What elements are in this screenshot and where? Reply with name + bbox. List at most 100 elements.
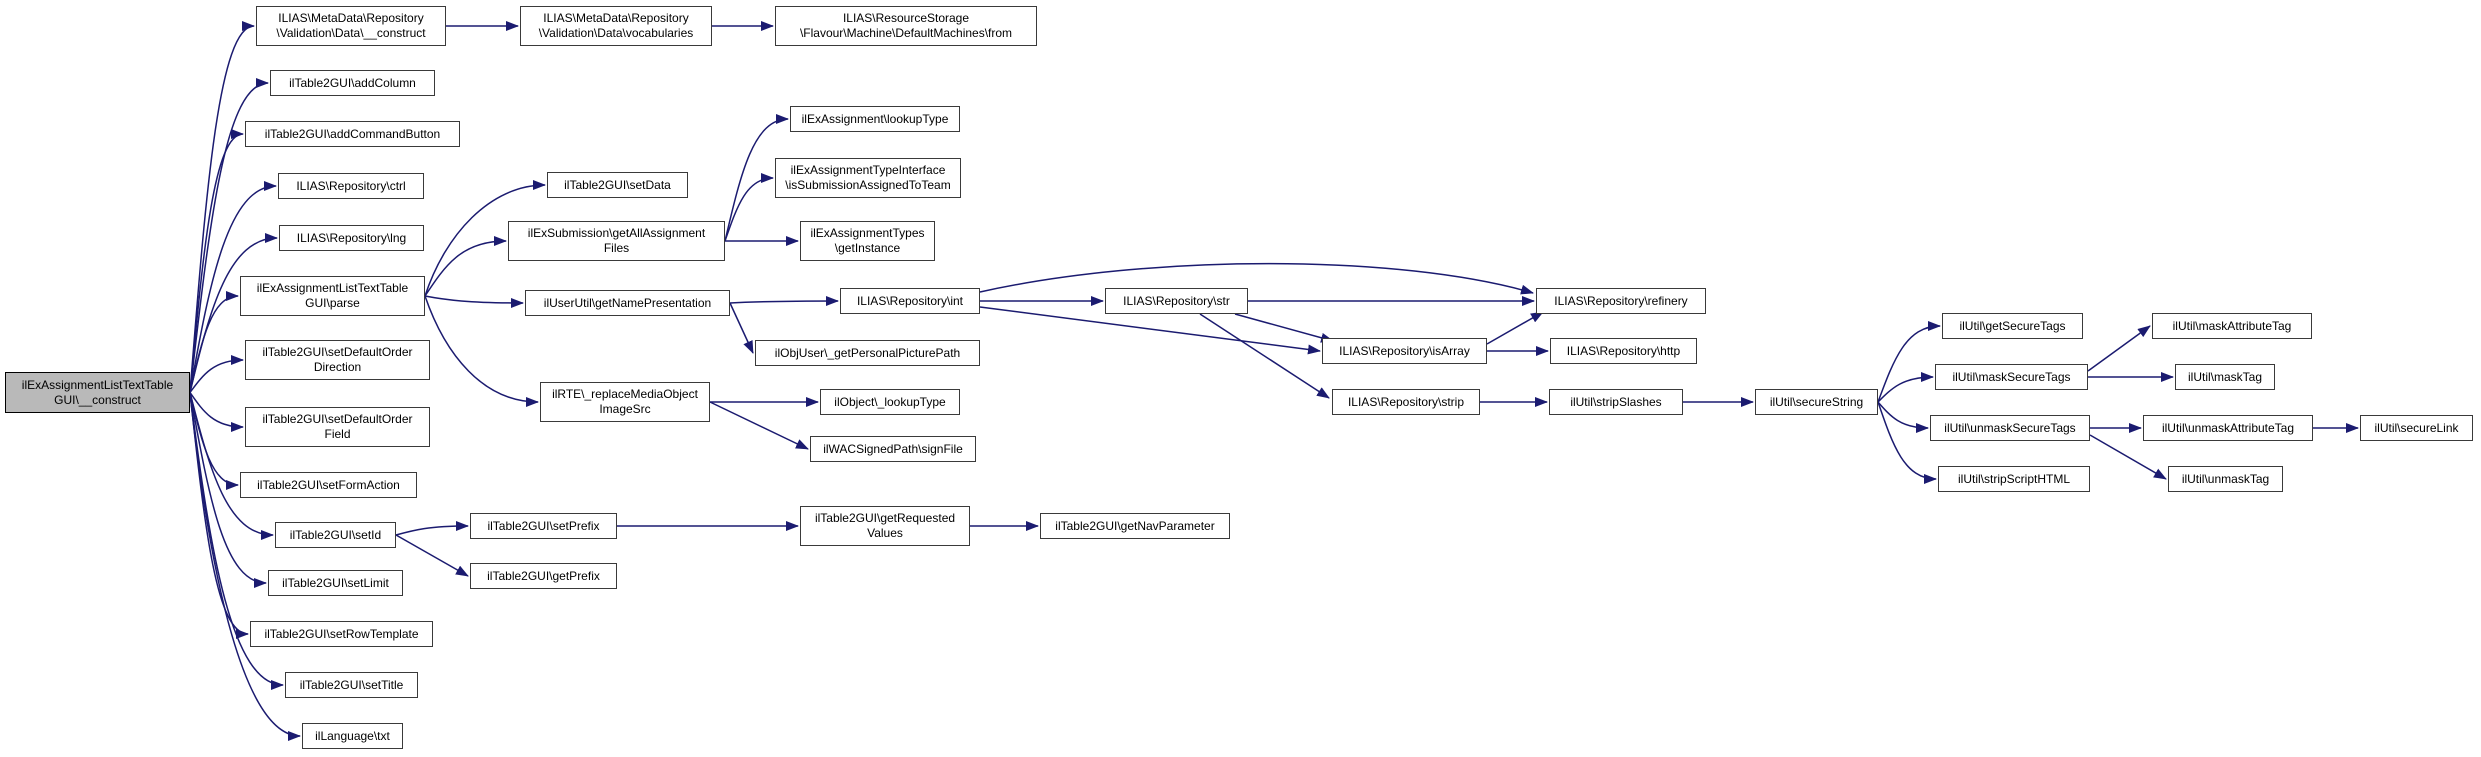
graph-node-label: ilTable2GUI\setLimit bbox=[282, 575, 389, 590]
graph-edge-construct-to-setTitle bbox=[189, 392, 284, 690]
graph-node-int[interactable]: ILIAS\Repository\int bbox=[840, 288, 980, 314]
graph-node-vocabularies[interactable]: ILIAS\MetaData\Repository\Validation\Dat… bbox=[520, 6, 712, 46]
graph-edge-str-to-isArray bbox=[1234, 313, 1334, 343]
graph-edge-getNamePresentation-to-personalPicturePath bbox=[729, 302, 754, 354]
graph-edge-construct-to-addCommandButton bbox=[189, 129, 244, 393]
graph-edge-construct-to-setFormAction bbox=[189, 392, 239, 490]
graph-edge-int-to-isArray bbox=[979, 306, 1321, 355]
graph-edge-secureString-to-maskSecureTags bbox=[1877, 372, 1934, 403]
graph-node-setRowTemplate[interactable]: ilTable2GUI\setRowTemplate bbox=[250, 621, 433, 647]
graph-node-label: ilTable2GUI\setData bbox=[564, 177, 671, 192]
graph-edge-str-to-strip bbox=[1199, 313, 1330, 399]
graph-node-label: ilTable2GUI\setTitle bbox=[299, 677, 404, 692]
graph-edge-unmaskSecureTags-to-unmaskTag bbox=[2089, 434, 2167, 480]
graph-node-secureString[interactable]: ilUtil\secureString bbox=[1755, 389, 1878, 415]
graph-node-stripScriptHTML[interactable]: ilUtil\stripScriptHTML bbox=[1938, 466, 2090, 492]
graph-node-label: ilRTE\_replaceMediaObject bbox=[552, 387, 698, 401]
graph-node-secureLink[interactable]: ilUtil\secureLink bbox=[2360, 415, 2473, 441]
graph-node-strip[interactable]: ILIAS\Repository\strip bbox=[1332, 389, 1480, 415]
graph-node-label: ilTable2GUI\getRequested bbox=[814, 511, 956, 525]
graph-node-getNavParameter[interactable]: ilTable2GUI\getNavParameter bbox=[1040, 513, 1230, 539]
graph-node-label: ilTable2GUI\setDefaultOrder bbox=[262, 345, 413, 359]
graph-node-lng[interactable]: ILIAS\Repository\lng bbox=[279, 225, 424, 251]
graph-node-label: ilTable2GUI\setId bbox=[289, 527, 382, 542]
graph-edge-construct-to-setDefaultOrderField bbox=[189, 392, 244, 432]
graph-edge-setId-to-getPrefix bbox=[395, 534, 469, 577]
graph-node-isSubmissionAssignedToTeam[interactable]: ilExAssignmentTypeInterface\isSubmission… bbox=[775, 158, 961, 198]
graph-node-md_construct[interactable]: ILIAS\MetaData\Repository\Validation\Dat… bbox=[256, 6, 446, 46]
graph-node-label: \isSubmissionAssignedToTeam bbox=[785, 178, 951, 192]
graph-node-ctrl[interactable]: ILIAS\Repository\ctrl bbox=[278, 173, 424, 199]
graph-node-label: ilTable2GUI\setFormAction bbox=[257, 477, 400, 492]
graph-node-label: ilUtil\unmaskAttributeTag bbox=[2161, 420, 2295, 435]
graph-node-unmaskSecureTags[interactable]: ilUtil\unmaskSecureTags bbox=[1930, 415, 2090, 441]
graph-node-label: ilUserUtil\getNamePresentation bbox=[543, 295, 712, 310]
graph-node-http[interactable]: ILIAS\Repository\http bbox=[1550, 338, 1697, 364]
graph-node-label: ilTable2GUI\addCommandButton bbox=[264, 126, 441, 141]
graph-node-refinery[interactable]: ILIAS\Repository\refinery bbox=[1536, 288, 1706, 314]
graph-node-str[interactable]: ILIAS\Repository\str bbox=[1105, 288, 1248, 314]
graph-node-addCommandButton[interactable]: ilTable2GUI\addCommandButton bbox=[245, 121, 460, 147]
graph-node-label: ilExSubmission\getAllAssignment bbox=[527, 226, 706, 240]
graph-node-objLookupType[interactable]: ilObject\_lookupType bbox=[820, 389, 960, 415]
graph-node-label: GUI\parse bbox=[305, 296, 360, 310]
graph-node-isArray[interactable]: ILIAS\Repository\isArray bbox=[1322, 338, 1487, 364]
graph-edge-parse-to-setData bbox=[424, 180, 546, 297]
graph-node-label: Direction bbox=[313, 360, 362, 374]
graph-edge-maskSecureTags-to-maskAttributeTag bbox=[2087, 325, 2151, 372]
graph-node-label: ILIAS\Repository\str bbox=[1123, 293, 1230, 308]
graph-node-label: ImageSrc bbox=[599, 402, 651, 416]
graph-node-personalPicturePath[interactable]: ilObjUser\_getPersonalPicturePath bbox=[755, 340, 980, 366]
graph-edge-construct-to-txt bbox=[189, 392, 301, 741]
graph-node-setData[interactable]: ilTable2GUI\setData bbox=[547, 172, 688, 198]
graph-node-maskSecureTags[interactable]: ilUtil\maskSecureTags bbox=[1935, 364, 2088, 390]
graph-node-lookupType[interactable]: ilExAssignment\lookupType bbox=[790, 106, 960, 132]
graph-node-label: ilExAssignmentListTextTable bbox=[21, 377, 174, 392]
graph-node-label: ilTable2GUI\setDefaultOrder bbox=[262, 412, 413, 426]
graph-node-stripSlashes[interactable]: ilUtil\stripSlashes bbox=[1549, 389, 1683, 415]
graph-node-getNamePresentation[interactable]: ilUserUtil\getNamePresentation bbox=[525, 290, 730, 316]
graph-node-getPrefix[interactable]: ilTable2GUI\getPrefix bbox=[470, 563, 617, 589]
graph-edge-construct-to-md_construct bbox=[189, 21, 255, 393]
graph-node-label: ilUtil\getSecureTags bbox=[1959, 318, 2066, 333]
graph-node-setId[interactable]: ilTable2GUI\setId bbox=[275, 522, 396, 548]
graph-node-getSecureTags[interactable]: ilUtil\getSecureTags bbox=[1942, 313, 2083, 339]
graph-node-label: ilExAssignmentTypeInterface bbox=[790, 163, 946, 177]
graph-node-from[interactable]: ILIAS\ResourceStorage\Flavour\Machine\De… bbox=[775, 6, 1037, 46]
graph-node-maskTag[interactable]: ilUtil\maskTag bbox=[2175, 364, 2275, 390]
graph-node-signFile[interactable]: ilWACSignedPath\signFile bbox=[810, 436, 976, 462]
graph-node-setTitle[interactable]: ilTable2GUI\setTitle bbox=[285, 672, 418, 698]
graph-node-label: ilLanguage\txt bbox=[315, 728, 390, 743]
graph-node-unmaskTag[interactable]: ilUtil\unmaskTag bbox=[2168, 466, 2283, 492]
graph-node-label: \Flavour\Machine\DefaultMachines\from bbox=[799, 26, 1013, 40]
graph-node-maskAttributeTag[interactable]: ilUtil\maskAttributeTag bbox=[2152, 313, 2312, 339]
graph-edge-isArray-to-refinery bbox=[1486, 311, 1544, 345]
graph-node-unmaskAttributeTag[interactable]: ilUtil\unmaskAttributeTag bbox=[2143, 415, 2313, 441]
graph-node-label: ilUtil\secureString bbox=[1769, 394, 1864, 409]
graph-edge-int-to-refinery bbox=[979, 262, 1534, 295]
graph-node-label: ilUtil\maskTag bbox=[2187, 369, 2262, 384]
graph-node-label: Files bbox=[603, 241, 630, 255]
graph-node-addColumn[interactable]: ilTable2GUI\addColumn bbox=[270, 70, 435, 96]
graph-node-label: ilUtil\maskAttributeTag bbox=[2172, 318, 2292, 333]
graph-node-txt[interactable]: ilLanguage\txt bbox=[302, 723, 403, 749]
graph-node-setFormAction[interactable]: ilTable2GUI\setFormAction bbox=[240, 472, 417, 498]
graph-node-getInstance[interactable]: ilExAssignmentTypes\getInstance bbox=[800, 221, 935, 261]
graph-node-setPrefix[interactable]: ilTable2GUI\setPrefix bbox=[470, 513, 617, 539]
graph-node-label: ilTable2GUI\getPrefix bbox=[487, 568, 600, 583]
graph-node-setLimit[interactable]: ilTable2GUI\setLimit bbox=[268, 570, 403, 596]
graph-node-label: ilTable2GUI\setRowTemplate bbox=[264, 626, 419, 641]
graph-node-label: \Validation\Data\vocabularies bbox=[538, 26, 694, 40]
graph-node-label: ilTable2GUI\setPrefix bbox=[487, 518, 600, 533]
graph-node-label: ilWACSignedPath\signFile bbox=[823, 441, 963, 456]
graph-edge-replaceMediaObjectImageSrc-to-signFile bbox=[709, 401, 809, 450]
graph-node-label: ILIAS\ResourceStorage bbox=[842, 11, 970, 25]
